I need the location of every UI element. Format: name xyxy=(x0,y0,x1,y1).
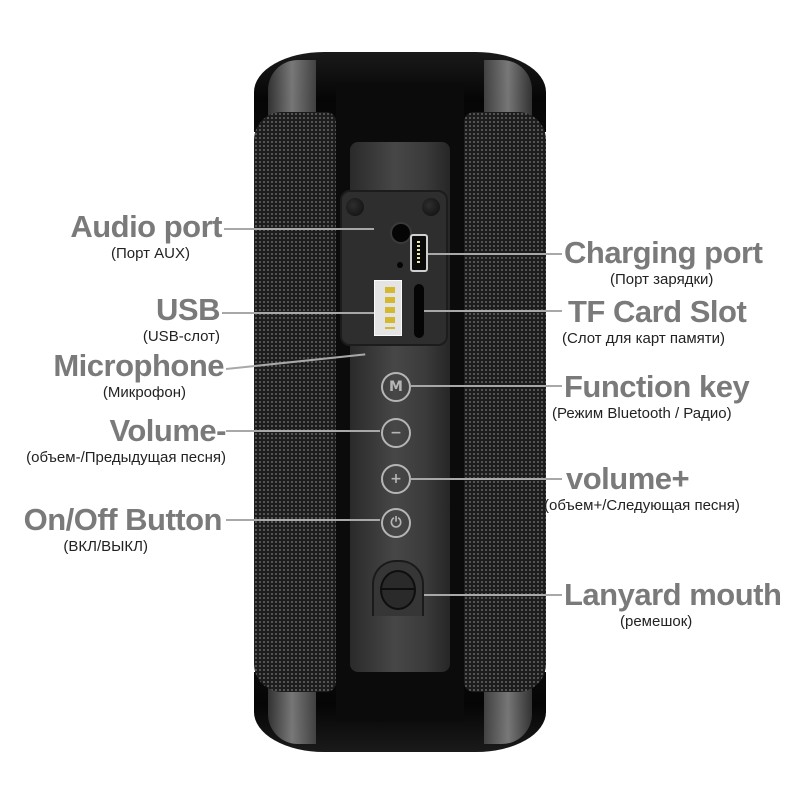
leader-line-function xyxy=(410,385,562,387)
label-lanyard: Lanyard mouth (ремешок) xyxy=(564,577,782,631)
minus-icon: − xyxy=(390,425,402,441)
leader-line-audio xyxy=(224,228,374,230)
leader-line-charging xyxy=(428,253,562,255)
label-volume-minus: Volume- (объем-/Предыдущая песня) xyxy=(26,413,226,467)
volume-up-button[interactable]: + xyxy=(381,464,411,494)
screw-icon xyxy=(422,198,440,216)
plus-icon: + xyxy=(390,471,402,487)
usb-port-icon xyxy=(374,280,402,336)
speaker-body xyxy=(254,52,546,752)
leader-line-usb xyxy=(222,312,374,314)
mode-icon: M xyxy=(389,379,403,395)
label-tf-card: TF Card Slot (Слот для карт памяти) xyxy=(562,294,747,348)
label-audio-port: Audio port (Порт AUX) xyxy=(70,209,222,263)
lanyard-mouth xyxy=(372,560,424,616)
label-function-key: Function key (Режим Bluetooth / Радио) xyxy=(552,369,750,423)
speaker-mesh-right xyxy=(464,112,546,692)
aux-port-icon xyxy=(390,222,412,244)
microphone-hole-icon xyxy=(397,262,403,268)
mode-button[interactable]: M xyxy=(381,372,411,402)
power-button[interactable]: ⏻ xyxy=(381,508,411,538)
screw-icon xyxy=(346,198,364,216)
label-volume-plus: volume+ (объем+/Следующая песня) xyxy=(544,461,740,515)
speaker-mesh-left xyxy=(254,112,336,692)
leader-line-volume-plus xyxy=(410,478,562,480)
power-icon: ⏻ xyxy=(390,515,402,531)
label-usb: USB (USB-слот) xyxy=(142,292,221,346)
leader-line-power xyxy=(226,519,380,521)
leader-line-lanyard xyxy=(424,594,562,596)
volume-down-button[interactable]: − xyxy=(381,418,411,448)
label-charging-port: Charging port (Порт зарядки) xyxy=(564,235,763,289)
tf-card-slot-icon xyxy=(414,284,424,338)
label-on-off: On/Off Button (ВКЛ/ВЫКЛ) xyxy=(23,502,223,556)
charging-port-icon xyxy=(410,234,428,272)
label-microphone: Microphone (Микрофон) xyxy=(53,348,224,402)
leader-line-volume-minus xyxy=(226,430,380,432)
leader-line-tf xyxy=(424,310,562,312)
